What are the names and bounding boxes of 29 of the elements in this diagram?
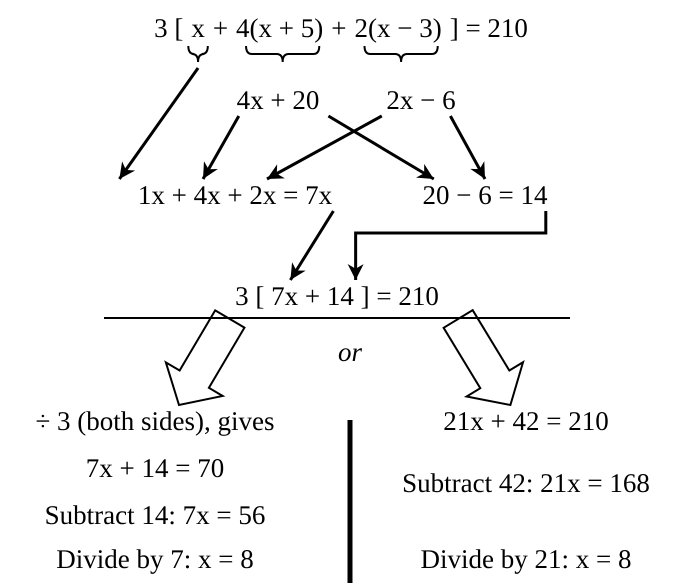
equation-step: Subtract 42: 21x = 168	[370, 467, 682, 499]
arrow	[118, 67, 200, 180]
equation-part: +	[212, 12, 228, 44]
arrow	[289, 210, 335, 281]
hollow-arrow	[164, 308, 246, 406]
equation-step: Divide by 21: x = 8	[370, 543, 682, 575]
equation-part: 3 [	[154, 12, 184, 44]
equation-step: 21x + 42 = 210	[370, 405, 682, 437]
equation-part: ] = 210	[450, 12, 528, 44]
arrow	[202, 115, 240, 180]
hollow-arrow	[442, 308, 525, 406]
arrow	[348, 211, 548, 280]
equation: 1x + 4x + 2x = 7x	[112, 179, 358, 211]
arrow	[266, 114, 383, 180]
arrow	[328, 114, 435, 180]
equation-step: 7x + 14 = 70	[5, 452, 305, 484]
math-term: x	[191, 12, 205, 44]
equation-step: Divide by 7: x = 8	[5, 543, 305, 575]
or-text: or	[338, 336, 362, 368]
equation-with-rule: 3 [ 7x + 14 ] = 210	[104, 280, 570, 319]
equation: 20 − 6 = 14	[405, 179, 565, 211]
equation-part: 4(x + 5)	[236, 12, 324, 44]
equation-step: ÷ 3 (both sides), gives	[5, 405, 305, 437]
equation-step: Subtract 14: 7x = 56	[5, 499, 305, 531]
equation: 4x + 20	[222, 84, 334, 116]
equation-part: +	[331, 12, 346, 44]
equation: 2x − 6	[372, 84, 470, 116]
arrow	[449, 115, 486, 180]
equation-part: 2(x − 3)	[354, 12, 442, 44]
